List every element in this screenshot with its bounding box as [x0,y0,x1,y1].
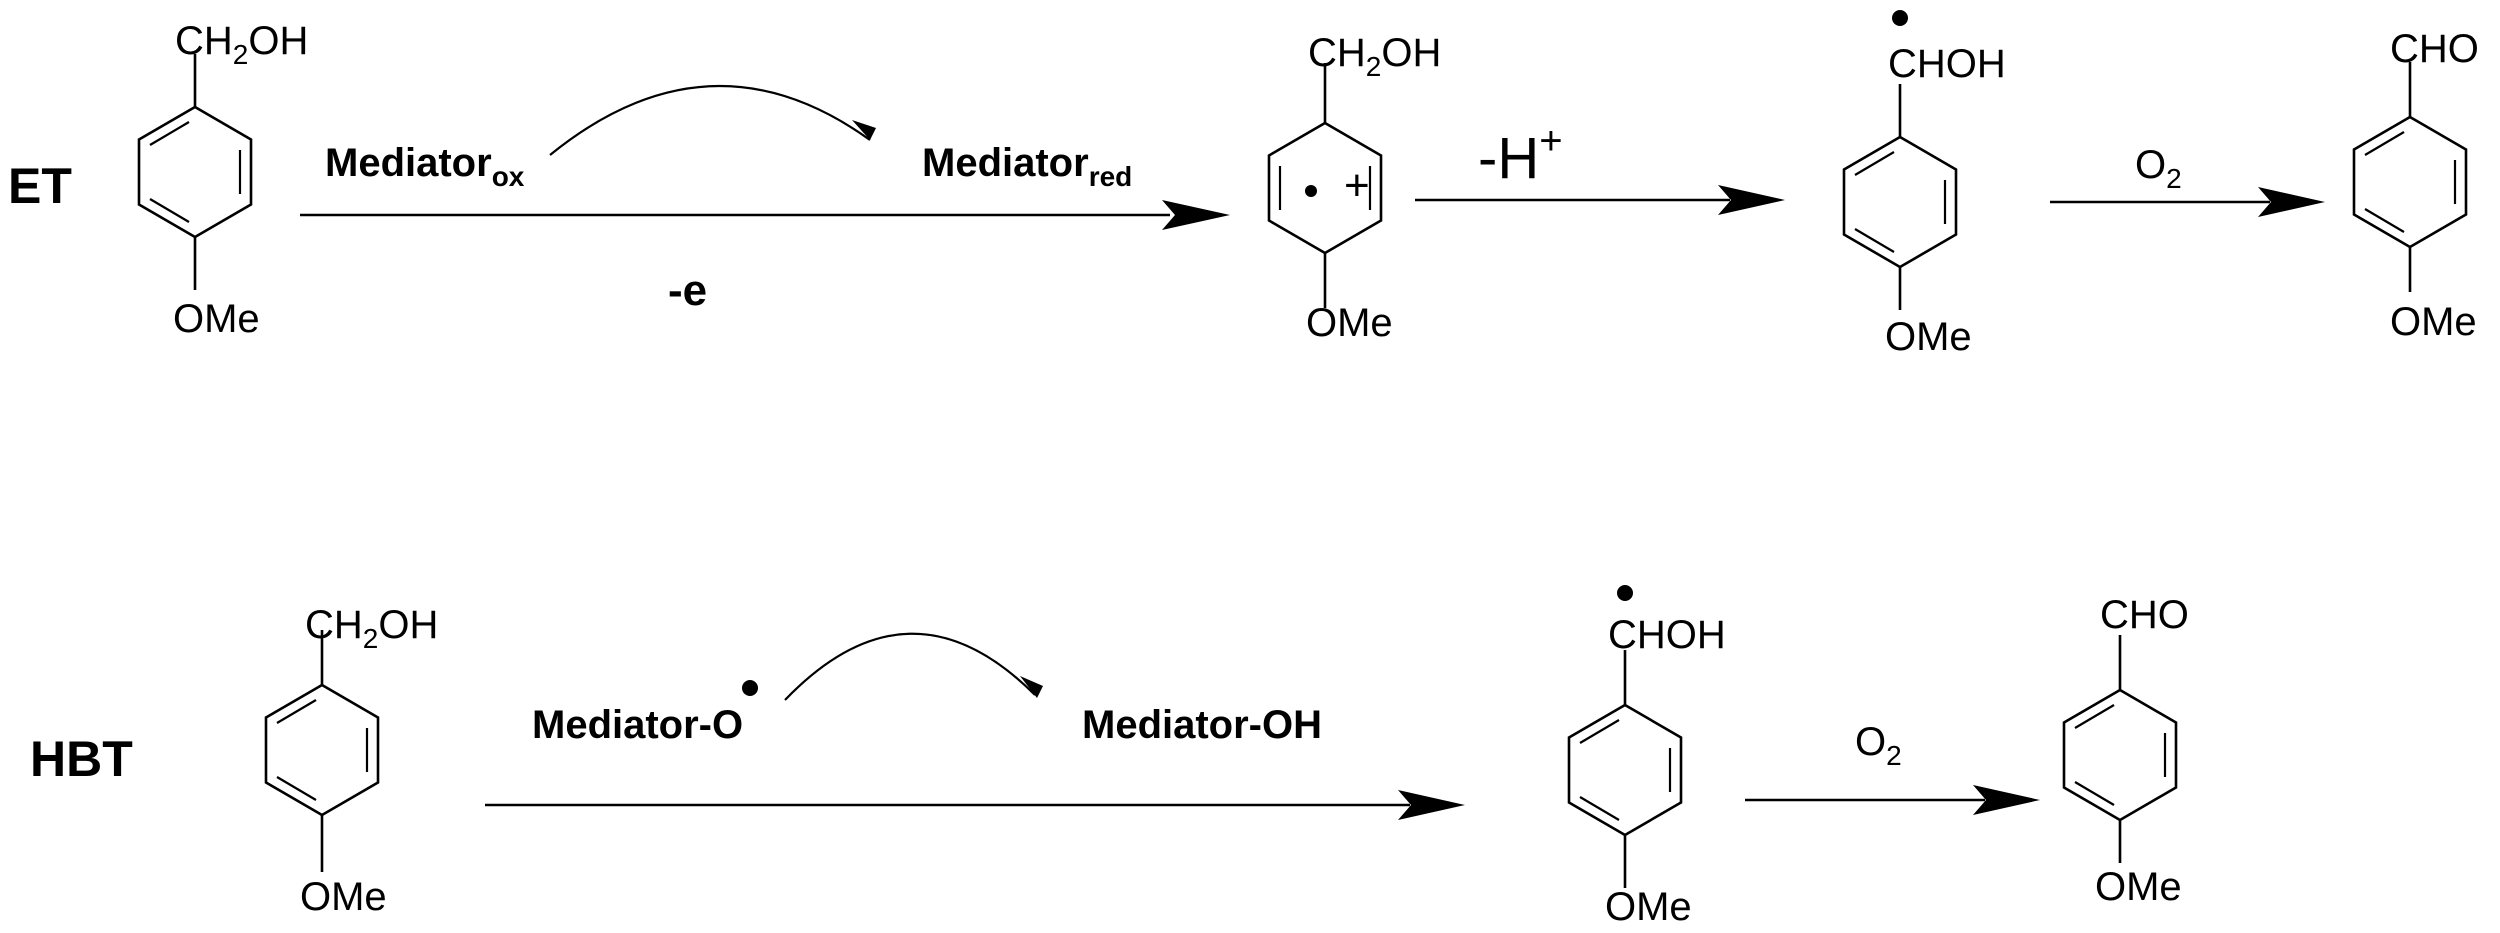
hbt-product-top-group: CHO [2100,593,2189,637]
et-product-ring [2352,62,2468,292]
et-cation-ring [1267,63,1383,308]
et-radical-top-group: CHOH [1888,42,2006,86]
hbt-mediator-o: Mediator-O [532,703,743,747]
et-radical-ring [1842,84,1958,310]
radical-dot-icon [1305,185,1317,197]
et-start-top-group: CH2OH [175,19,308,70]
et-radical-cation: + CH2OH OMe [1267,31,1441,345]
et-cation-plus: + [1344,161,1370,210]
radical-dot-icon [742,680,758,696]
hbt-start-top-group: CH2OH [305,603,438,654]
hbt-benzylic-radical: CHOH OMe [1567,585,1726,929]
hbt-arrowhead-1 [1398,790,1465,820]
hbt-mediator-curved-arrow [784,632,1036,701]
et-benzylic-radical: CHOH OMe [1842,10,2006,359]
et-product-methoxy: OMe [2390,300,2477,344]
et-mediator-ox: Mediatorox [325,141,525,192]
et-arrowhead-3 [2258,187,2325,217]
et-aldehyde-product: CHO OMe [2352,27,2479,344]
hbt-aldehyde-product: CHO OMe [2062,593,2189,909]
hbt-radical-ring [1567,650,1683,888]
et-arrowhead-2 [1718,185,1785,215]
et-start-molecule: CH2OH OMe [137,19,308,341]
et-start-methoxy: OMe [173,297,260,341]
hbt-start-ring [264,630,380,872]
et-mediator-red: Mediatorred [922,141,1132,192]
et-radical-methoxy: OMe [1885,315,1972,359]
radical-dot-icon [1892,10,1908,26]
hbt-start-methoxy: OMe [300,875,387,919]
et-minus-electron: -e [668,266,707,315]
hbt-mediator-arrowhead [1020,676,1043,698]
et-mediator-arrowhead [852,120,876,140]
et-product-top-group: CHO [2390,27,2479,71]
hbt-radical-methoxy: OMe [1605,885,1692,929]
hbt-oxygen-label: O2 [1855,720,1902,771]
et-cation-methoxy: OMe [1306,301,1393,345]
hbt-product-ring [2062,635,2178,863]
et-cation-top-group: CH2OH [1308,31,1441,82]
et-start-ring [137,54,253,290]
hbt-radical-top-group: CHOH [1608,613,1726,657]
hbt-arrowhead-2 [1973,785,2040,815]
hbt-mediator-oh: Mediator-OH [1082,703,1322,747]
radical-dot-icon [1617,585,1633,601]
et-row-label: ET [8,158,72,214]
hbt-product-methoxy: OMe [2095,865,2182,909]
et-mediator-curved-arrow [549,85,871,156]
et-oxygen-label: O2 [2135,143,2182,194]
hbt-row-label: HBT [30,731,133,787]
et-minus-proton: -H+ [1478,119,1563,191]
et-arrowhead-1 [1162,200,1230,230]
hbt-start-molecule: CH2OH OMe [264,603,438,919]
